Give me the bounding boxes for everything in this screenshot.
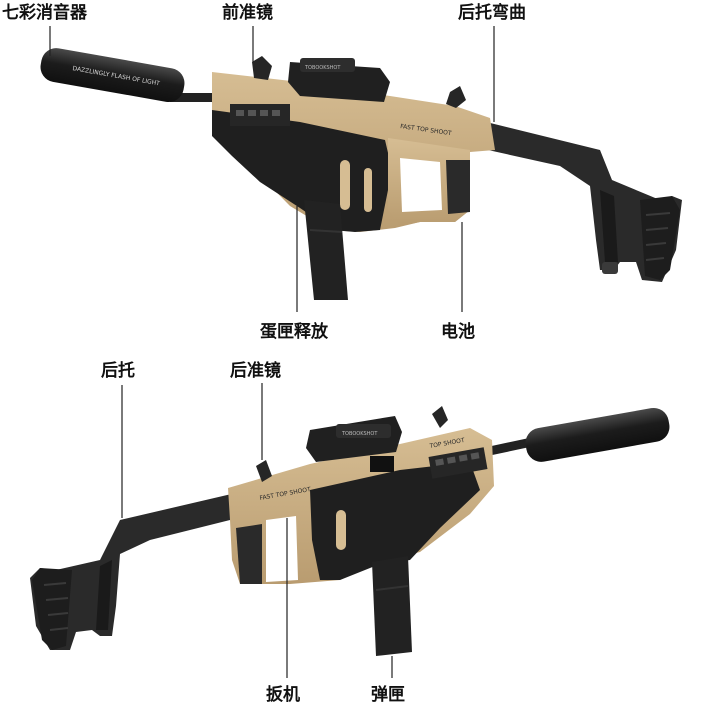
rear-sight-top [446,86,466,108]
rear-sight-bottom [256,460,272,482]
label-battery: 电池 [441,322,475,342]
label-stock: 后托 [101,361,135,381]
label-magazine: 弹匣 [371,685,405,705]
label-egg-magazine-release: 蛋匣释放 [260,322,328,342]
silencer-bottom [525,407,670,462]
barrel [170,93,230,102]
optic-print-top: TOBOOKSHOT [304,65,341,71]
optic-print-bottom: TOBOOKSHOT [341,431,378,437]
receiver-top: FAST TOP SHOOT [212,72,495,232]
stock-top [470,118,682,282]
silencer-top: DAZZLINGLY FLASH OF LIGHT [40,48,185,103]
optic-bottom: TOBOOKSHOT [306,416,402,462]
magazine-bottom [372,556,412,656]
optic-top: TOBOOKSHOT [288,58,390,102]
label-stock-bend: 后托弯曲 [458,3,526,23]
receiver-bottom: FAST TOP SHOOT TOP SHOOT [228,428,494,584]
top-gun: DAZZLINGLY FLASH OF LIGHT [40,48,682,300]
magazine-top [304,200,348,300]
label-silencer: 七彩消音器 [2,3,87,23]
front-sight-top [252,56,272,80]
label-rear-sight: 后准镜 [230,361,281,381]
front-sight-bottom [432,406,448,428]
label-front-sight: 前准镜 [222,3,273,23]
bottom-gun: FAST TOP SHOOT TOP SHOOT TOBOOKSHOT [30,406,670,656]
label-trigger: 扳机 [266,685,300,705]
stock-bottom [30,492,240,650]
callout-lines [49,26,495,678]
